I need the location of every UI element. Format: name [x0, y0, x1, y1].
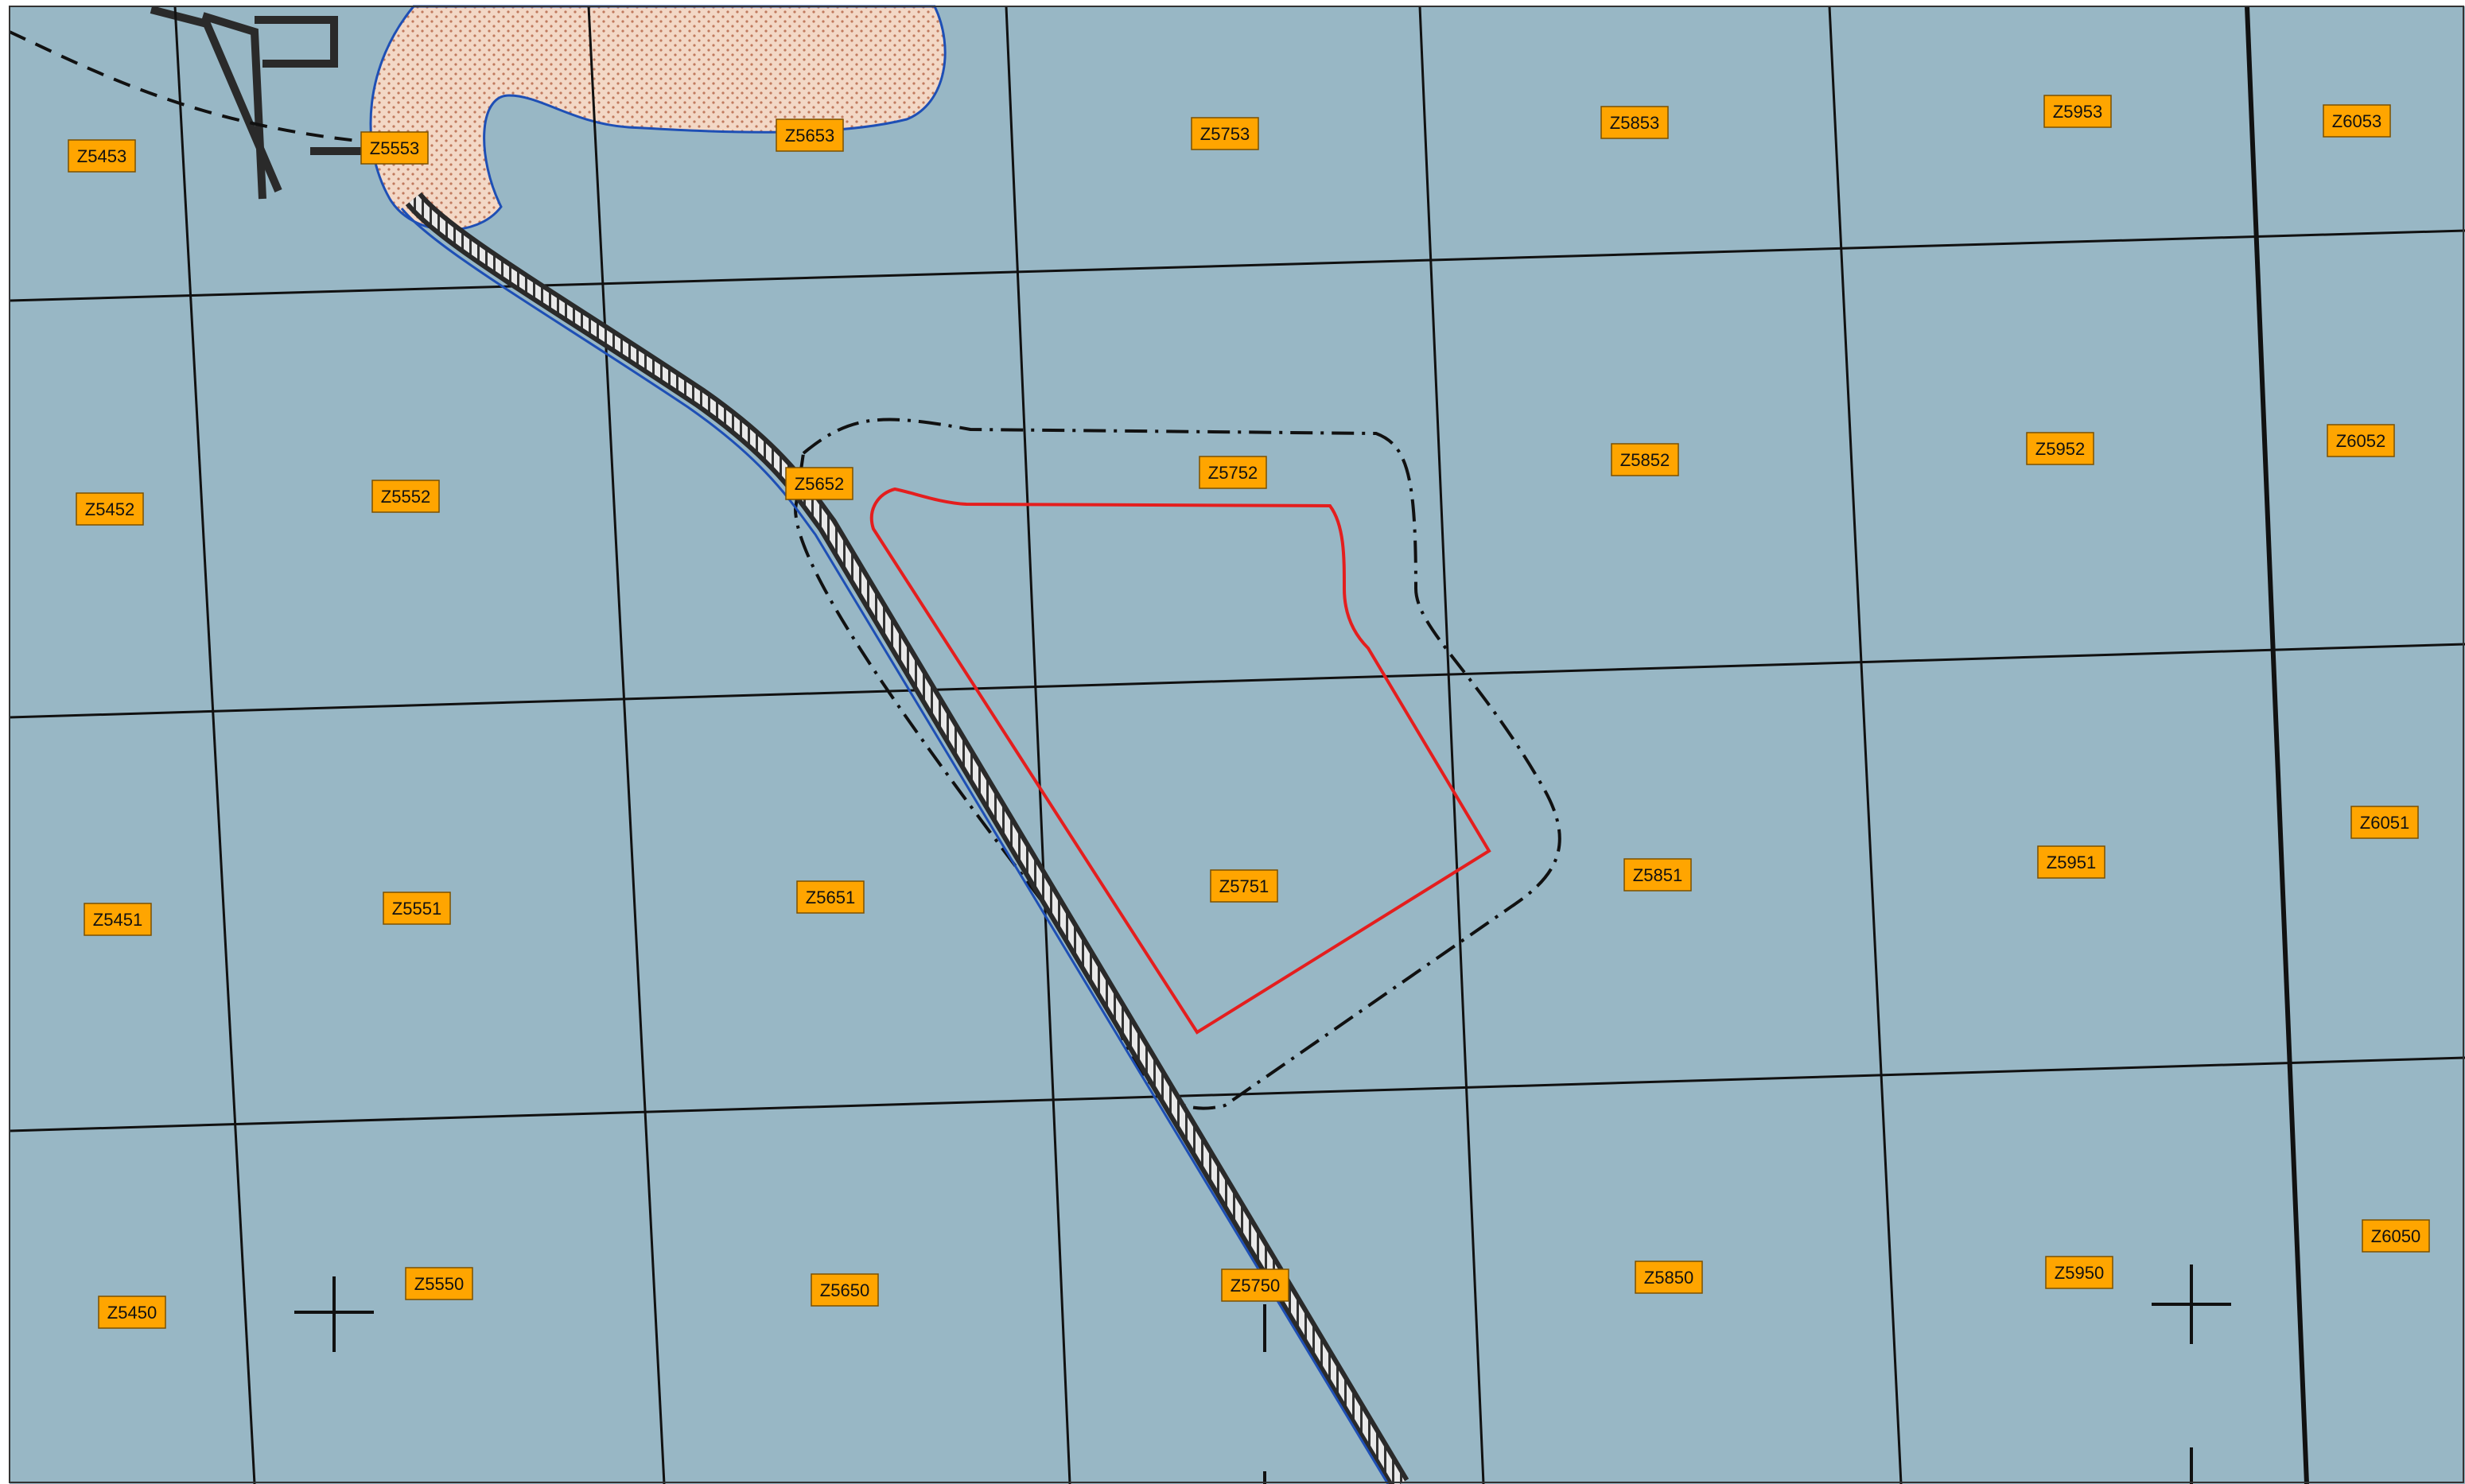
grid-label-z5552: Z5552 [371, 480, 440, 513]
grid-label-text: Z5751 [1219, 876, 1269, 896]
grid-label-box [2362, 1219, 2430, 1253]
grid-label-box [1600, 106, 1669, 139]
grid-label-z5753: Z5753 [1191, 117, 1259, 150]
grid-label-text: Z6051 [2360, 813, 2409, 833]
grid-label-z5853: Z5853 [1600, 106, 1669, 139]
grid-label-z5953: Z5953 [2043, 95, 2112, 128]
project-boundary[interactable] [869, 487, 1491, 1035]
grid-label-text: Z5652 [795, 474, 844, 494]
grid-label-text: Z6052 [2336, 431, 2385, 451]
grid-label-z6052: Z6052 [2327, 424, 2395, 457]
grid-label-text: Z5953 [2053, 102, 2102, 122]
grid-label-text: Z6050 [2371, 1226, 2420, 1246]
grid-label-text: Z5753 [1200, 124, 1250, 144]
grid-label-text: Z5550 [414, 1274, 464, 1294]
grid-label-layer: Z5453 Z5553 Z5653 Z5753 Z5853 Z5953 Z6053Z5452… [68, 95, 2430, 1329]
grid-label-box [98, 1296, 166, 1329]
grid-label-box [811, 1273, 879, 1307]
grid-label-box [371, 480, 440, 513]
grid-label-box [84, 903, 152, 936]
grid-label-z5652: Z5652 [785, 467, 853, 500]
grid-label-z6050: Z6050 [2362, 1219, 2430, 1253]
grid-label-z5450: Z5450 [98, 1296, 166, 1329]
grid-label-text: Z5552 [381, 487, 430, 507]
grid-label-text: Z5650 [820, 1280, 869, 1300]
grid-label-text: Z6053 [2332, 111, 2381, 131]
grid-label-box [1191, 117, 1259, 150]
grid-label-box [405, 1267, 473, 1300]
grid-label-z5751: Z5751 [1210, 869, 1278, 903]
grid-label-z6053: Z6053 [2323, 104, 2391, 138]
grid-label-box [2350, 806, 2419, 839]
grid-label-z5851: Z5851 [1623, 858, 1692, 892]
grid-label-box [1623, 858, 1692, 892]
grid-label-z5653: Z5653 [776, 118, 844, 152]
grid-label-z5451: Z5451 [84, 903, 152, 936]
grid-label-z5453: Z5453 [68, 139, 136, 173]
grid-label-box [2327, 424, 2395, 457]
grid-label-box [68, 139, 136, 173]
grid-label-text: Z5850 [1644, 1268, 1693, 1288]
grid-label-box [2045, 1256, 2113, 1289]
grid-label-z5553: Z5553 [360, 131, 429, 165]
grid-label-box [1210, 869, 1278, 903]
grid-label-text: Z5752 [1208, 463, 1258, 483]
land-area [369, 5, 947, 231]
grid-label-z5852: Z5852 [1611, 443, 1679, 476]
grid-label-text: Z5951 [2047, 853, 2096, 872]
map-frame [9, 6, 2464, 1483]
sea-area [10, 6, 2465, 1484]
grid-label-box [76, 492, 144, 526]
survey-crosses [294, 1265, 2231, 1484]
dash-dot-zone-outline [793, 418, 1561, 1110]
grid-label-text: Z5451 [93, 910, 142, 930]
grid-label-text: Z5950 [2055, 1263, 2104, 1283]
grid-label-z5752: Z5752 [1199, 456, 1267, 489]
grid-label-text: Z5651 [806, 888, 855, 907]
grid-label-z5952: Z5952 [2026, 432, 2094, 465]
grid-label-z5551: Z5551 [383, 892, 451, 925]
grid-label-z6051: Z6051 [2350, 806, 2419, 839]
grid-lines [9, 6, 2465, 1484]
grid-label-box [776, 118, 844, 152]
grid-label-z5452: Z5452 [76, 492, 144, 526]
grid-label-box [1635, 1261, 1703, 1294]
grid-label-box [1221, 1268, 1289, 1302]
grid-label-text: Z5852 [1620, 450, 1670, 470]
grid-label-text: Z5952 [2035, 439, 2085, 459]
grid-label-box [383, 892, 451, 925]
grid-label-box [360, 131, 429, 165]
grid-label-text: Z5853 [1610, 113, 1659, 133]
grid-label-text: Z5851 [1633, 865, 1682, 885]
grid-label-text: Z5551 [392, 899, 441, 919]
grid-label-z5850: Z5850 [1635, 1261, 1703, 1294]
grid-label-text: Z5750 [1231, 1276, 1280, 1296]
grid-label-box [785, 467, 853, 500]
grid-label-z5950: Z5950 [2045, 1256, 2113, 1289]
grid-label-box [1199, 456, 1267, 489]
grid-label-z5650: Z5650 [811, 1273, 879, 1307]
grid-label-text: Z5450 [107, 1303, 157, 1323]
grid-label-z5651: Z5651 [796, 880, 865, 914]
dashed-route-line [9, 30, 383, 145]
grid-label-text: Z5452 [85, 499, 134, 519]
grid-label-z5951: Z5951 [2037, 845, 2105, 879]
grid-label-box [2037, 845, 2105, 879]
grid-label-box [1611, 443, 1679, 476]
grid-label-box [796, 880, 865, 914]
grid-label-text: Z5453 [77, 146, 126, 166]
grid-label-box [2323, 104, 2391, 138]
grid-label-box [2043, 95, 2112, 128]
grid-label-box [2026, 432, 2094, 465]
grid-label-z5750: Z5750 [1221, 1268, 1289, 1302]
grid-label-text: Z5553 [370, 138, 419, 158]
grid-label-z5550: Z5550 [405, 1267, 473, 1300]
grid-label-text: Z5653 [785, 126, 834, 146]
causeway-shoreline [400, 208, 1390, 1484]
